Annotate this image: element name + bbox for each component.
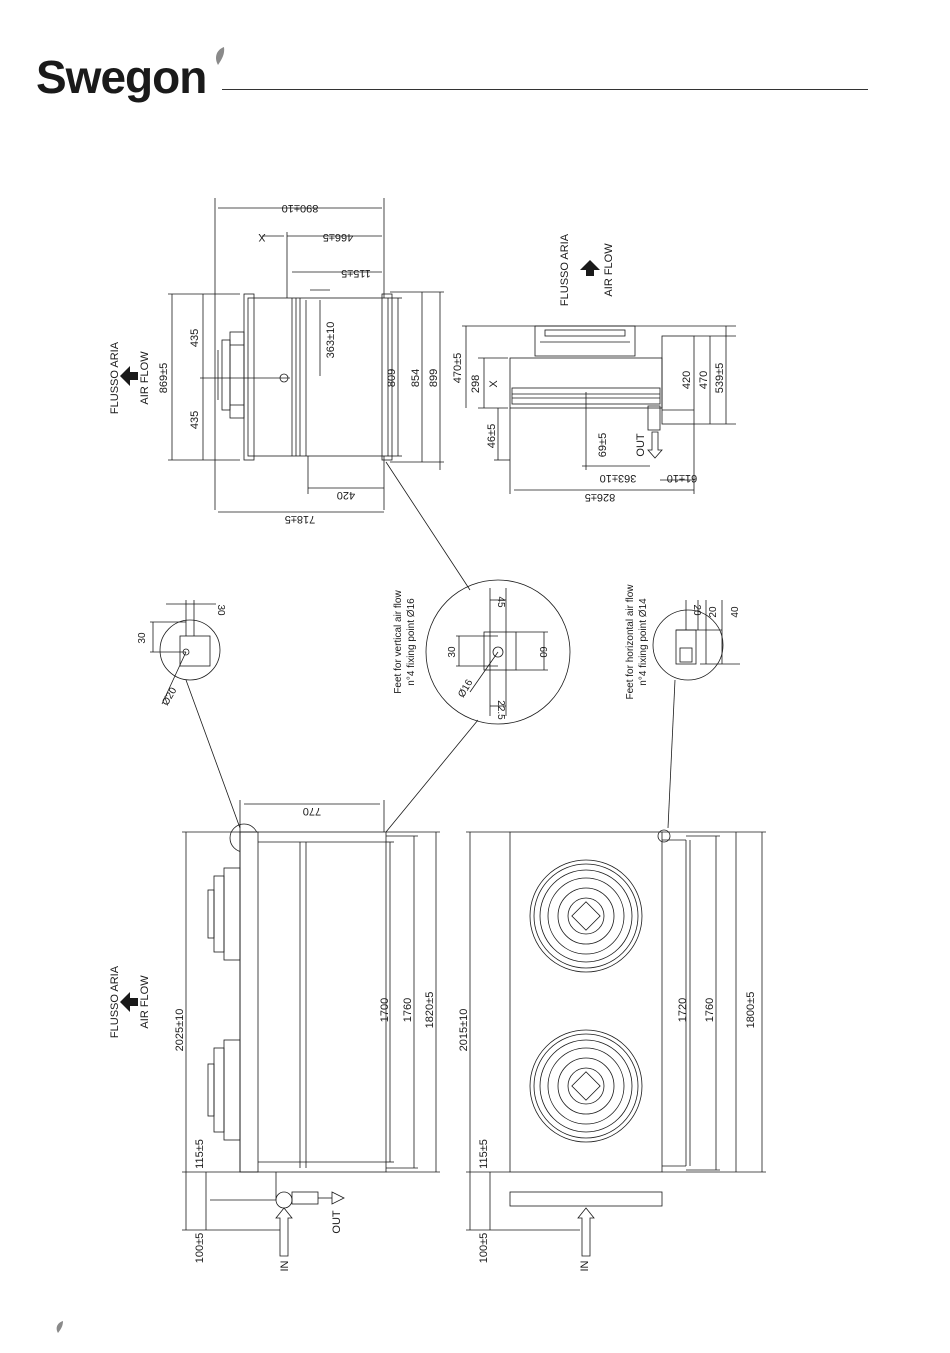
dim-115-br: 115±5 — [478, 1139, 490, 1169]
dim-539: 539±5 — [714, 363, 726, 394]
detail-vertical — [425, 579, 571, 725]
dim-298: 298 — [470, 375, 482, 393]
flow-arrow-2 — [580, 260, 600, 276]
dim-20-a: 20 — [691, 604, 702, 616]
dim-60: 60 — [537, 646, 548, 658]
callout-horizontal-line1: Feet for horizontal air flow — [625, 584, 636, 700]
dim-890: 890±10 — [282, 202, 319, 214]
dim-435-b: 435 — [189, 411, 201, 429]
dim-1760-br: 1760 — [704, 998, 716, 1022]
dim-2015: 2015±10 — [458, 1009, 470, 1052]
flow-label-en-1: AIR FLOW — [139, 351, 151, 405]
footer-leaf-icon — [56, 1321, 63, 1333]
port-out-left: OUT — [331, 1210, 343, 1234]
callout-vertical-line2: n°4 fixing point Ø16 — [406, 598, 417, 686]
dim-d20: Ø20 — [160, 685, 179, 707]
dim-470-a: 470±5 — [452, 353, 464, 384]
flow-arrow-1 — [120, 366, 138, 386]
detail-horizontal — [652, 600, 740, 681]
dim-1800: 1800±5 — [745, 992, 757, 1029]
dim-435-a: 435 — [189, 329, 201, 347]
dim-420-right: 420 — [681, 371, 693, 389]
dim-363: 363±10 — [325, 322, 337, 359]
dim-826: 826±5 — [585, 491, 616, 503]
dim-869: 869±5 — [158, 363, 170, 394]
dim-45: 45 — [495, 596, 506, 608]
dim-470-b: 470 — [698, 371, 710, 389]
dim-115-bl: 115±5 — [194, 1139, 206, 1169]
brand-logo: Swegon — [36, 51, 207, 103]
detail-small — [150, 600, 221, 705]
dim-1700: 1700 — [379, 998, 391, 1022]
dim-40: 40 — [730, 606, 741, 618]
dim-115: 115±5 — [341, 267, 371, 279]
top-left-view — [168, 198, 444, 513]
dim-770: 770 — [303, 805, 321, 817]
dim-363-right: 363±10 — [600, 472, 637, 484]
dim-100-bl: 100±5 — [194, 1233, 206, 1264]
dim-420-top: 420 — [337, 489, 355, 501]
flow-label-en-2: AIR FLOW — [603, 243, 615, 297]
dim-30-a: 30 — [137, 632, 148, 644]
dim-1820: 1820±5 — [424, 992, 436, 1029]
dim-854: 854 — [410, 369, 422, 387]
dim-718: 718±5 — [285, 513, 316, 525]
callout-vertical-line1: Feet for vertical air flow — [393, 590, 404, 694]
callout-horizontal-line2: n°4 fixing point Ø14 — [638, 598, 649, 686]
port-in-left: IN — [279, 1260, 291, 1271]
dim-1760: 1760 — [402, 998, 414, 1022]
flow-label-it-3: FLUSSO ARIA — [109, 965, 121, 1038]
port-in-right: IN — [579, 1260, 591, 1271]
dim-809: 809 — [386, 369, 398, 387]
dim-30-b: 30 — [215, 604, 226, 616]
dim-x-right: X — [488, 380, 500, 388]
flow-label-it-1: FLUSSO ARIA — [109, 341, 121, 414]
leaf-icon — [216, 47, 225, 65]
dim-2025: 2025±10 — [174, 1009, 186, 1052]
dim-1720: 1720 — [677, 998, 689, 1022]
dim-22-5: 22.5 — [495, 700, 506, 720]
port-out-right: OUT — [635, 433, 647, 457]
dim-20-b: 20 — [708, 606, 719, 618]
dim-46: 46±5 — [486, 424, 498, 448]
dim-30-v: 30 — [447, 646, 458, 658]
bottom-right-view — [466, 829, 766, 1257]
dim-x-top: X — [258, 231, 266, 243]
dim-899: 899 — [428, 369, 440, 387]
dim-466: 466±5 — [323, 231, 354, 243]
header-rule — [222, 89, 868, 90]
flow-arrow-3 — [120, 992, 138, 1012]
dim-69: 69±5 — [597, 433, 609, 457]
flow-label-it-2: FLUSSO ARIA — [559, 233, 571, 306]
dim-61: 61±10 — [667, 472, 698, 484]
bottom-left-view — [182, 800, 440, 1257]
flow-label-en-3: AIR FLOW — [139, 975, 151, 1029]
dim-100-br: 100±5 — [478, 1233, 490, 1264]
top-right-view — [462, 325, 736, 494]
